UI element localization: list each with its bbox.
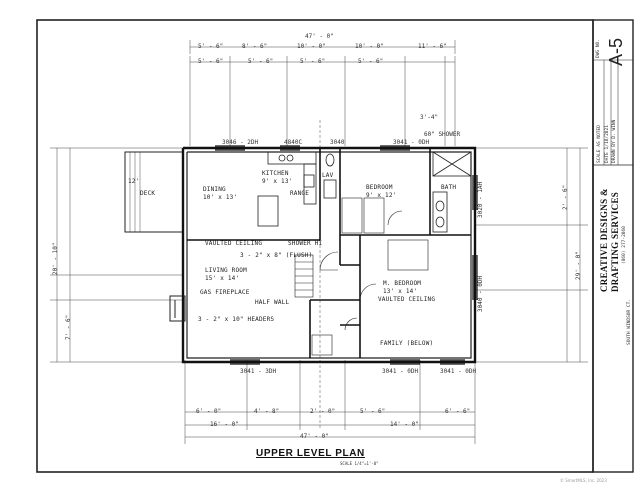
room-kitchen: KITCHEN	[262, 170, 289, 177]
room-bath: BATH	[441, 184, 457, 191]
window-label-3: 3040	[330, 139, 345, 146]
exterior-wall-inner	[186, 151, 472, 359]
bottom-window-2: 3041 - 0DH	[382, 368, 419, 375]
room-dining-size: 10' x 13'	[203, 194, 238, 201]
dim-win-5: 3'-4"	[420, 114, 439, 121]
label-family-below: FAMILY (BELOW)	[380, 340, 434, 347]
dim-top-6: 5' - 6"	[198, 58, 224, 65]
dim-bottom-d: 5' - 6"	[360, 408, 386, 415]
dim-bottom-c: 2' - 0"	[310, 408, 336, 415]
exterior-walls	[181, 146, 477, 364]
window-label-4: 3041 - 0DH	[393, 139, 430, 146]
dim-right-2: 2' - 6"	[562, 184, 569, 210]
label-headers: 3 - 2" x 10" HEADERS	[198, 316, 275, 323]
dim-top-1: 5' - 6"	[198, 43, 224, 50]
dim-bottom-1: 16' - 0"	[210, 421, 239, 428]
bottom-window-3: 3041 - 0DH	[440, 368, 477, 375]
top-dimension-lines	[189, 40, 456, 146]
dim-top-overall: 47' - 0"	[305, 33, 334, 40]
dim-bottom-2: 14' - 0"	[390, 421, 419, 428]
label-stair-note: SHOWER HI	[288, 240, 323, 247]
window-label-1: 3046 - 2DH	[222, 139, 259, 146]
room-living-size: 15' x 14'	[205, 275, 240, 282]
firm-name-line-1: CREATIVE DESIGNS &	[599, 188, 609, 292]
room-kitchen-size: 9' x 13'	[262, 178, 293, 185]
dim-top-7: 5' - 6"	[248, 58, 274, 65]
deck-size: 12'	[128, 178, 140, 185]
title-block-dwg-label: DWG NO.	[596, 39, 601, 58]
bottom-window-1: 3041 - 3DH	[240, 368, 277, 375]
bottom-dimension-lines	[184, 360, 476, 444]
dim-top-9: 5' - 6"	[358, 58, 384, 65]
dim-right-1: 29' - 0"	[575, 251, 582, 280]
plan-title: UPPER LEVEL PLAN	[256, 448, 365, 459]
sheet-number: A-5	[606, 37, 626, 66]
dim-top-5: 11' - 6"	[418, 43, 447, 50]
plan-scale: SCALE 1/4"=1'-0"	[340, 461, 379, 466]
fireplace	[169, 295, 186, 322]
title-block-scale: SCALE AS NOTED	[597, 125, 602, 163]
kitchen-counters	[257, 151, 317, 227]
room-living: LIVING ROOM	[205, 267, 247, 274]
window-right-1: 3020 - 1AH	[477, 181, 484, 218]
deck-boards	[129, 152, 141, 232]
window-right-2: 3040 - 0DH	[477, 275, 484, 312]
label-gas-fireplace: GAS FIREPLACE	[200, 289, 250, 296]
doors-and-closets	[311, 197, 429, 356]
room-m-bedroom-size: 13' x 14'	[383, 288, 418, 295]
label-m-vaulted: VAULTED CEILING	[378, 296, 436, 303]
title-block-drawn-by: DRAWN BY D. WINN	[612, 119, 617, 163]
window-label-2: 4840C	[284, 139, 303, 146]
room-bedroom: BEDROOM	[366, 184, 393, 191]
dim-left-1: 20' - 10"	[52, 242, 59, 275]
shower-note: 60" SHOWER	[424, 131, 461, 138]
room-lav: LAV	[322, 172, 334, 179]
title-block-frame	[592, 19, 634, 473]
dim-top-8: 5' - 6"	[300, 58, 326, 65]
dim-bottom-e: 6' - 6"	[445, 408, 471, 415]
label-range: RANGE	[290, 190, 310, 197]
dim-top-4: 10' - 0"	[355, 43, 384, 50]
dim-top-2: 8' - 6"	[242, 43, 268, 50]
title-block-date: DATE 1/18/2021	[605, 125, 610, 163]
stairs	[294, 254, 314, 298]
firm-name-line-2: DRAFTING SERVICES	[610, 191, 620, 292]
interior-walls	[187, 148, 471, 358]
room-bedroom-size: 9' x 12'	[366, 192, 397, 199]
label-vaulted-ceiling: VAULTED CEILING	[205, 240, 263, 247]
dim-left-2: 7' - 6"	[65, 314, 72, 340]
bath-fixtures	[323, 151, 472, 233]
room-dining: DINING	[203, 186, 226, 193]
label-flush-beam: 3 - 2" x 8" (FLUSH)	[240, 252, 313, 259]
firm-location: SOUTH WINDSOR CT.	[627, 298, 632, 345]
side-dimension-lines	[50, 147, 588, 363]
watermark: © SmartMLS, Inc. 2023	[560, 478, 607, 483]
room-m-bedroom: M. BEDROOM	[383, 280, 422, 287]
dim-bottom-overall: 47' - 0"	[300, 433, 329, 440]
firm-phone: (860) 277-2060	[622, 226, 627, 264]
dim-top-3: 10' - 0"	[297, 43, 326, 50]
room-deck: DECK	[140, 190, 156, 197]
dim-bottom-b: 4' - 8"	[254, 408, 280, 415]
dim-bottom-a: 6' - 0"	[196, 408, 222, 415]
label-half-wall: HALF WALL	[255, 299, 290, 306]
windows	[215, 145, 478, 365]
